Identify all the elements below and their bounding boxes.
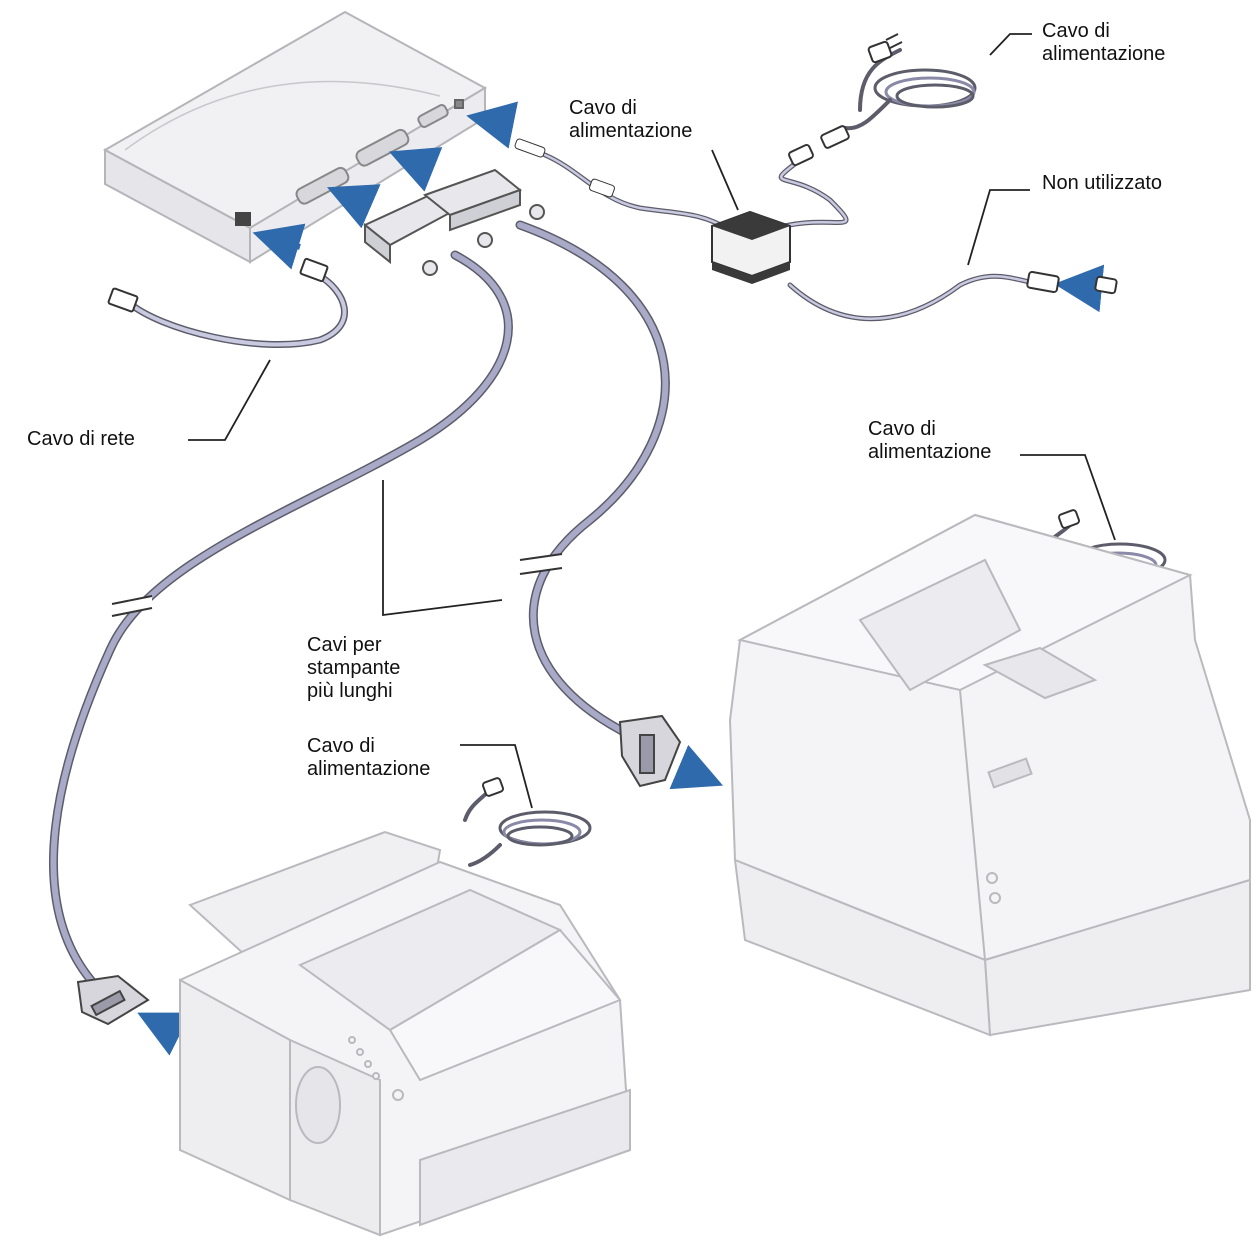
label-line: stampante bbox=[307, 657, 401, 679]
printer-icon bbox=[728, 513, 1251, 1037]
parallel-connector-icon bbox=[363, 168, 545, 276]
power-cable-label-adapter: Cavo di alimentazione bbox=[569, 97, 692, 143]
network-plug-icon bbox=[107, 257, 1118, 313]
label-line: Cavi per bbox=[307, 634, 382, 656]
label-line: alimentazione bbox=[868, 441, 992, 463]
not-used-label: Non utilizzato bbox=[1042, 172, 1162, 195]
print-server-device bbox=[102, 10, 488, 264]
printer-icon bbox=[179, 830, 632, 1237]
power-cable-label-top-right: Cavo di alimentazione bbox=[1042, 20, 1165, 66]
label-line: Cavo di bbox=[307, 735, 375, 757]
label-line: alimentazione bbox=[569, 120, 693, 142]
power-cable-label-left-printer: Cavo di alimentazione bbox=[307, 735, 430, 781]
power-adapter-icon bbox=[514, 138, 791, 284]
label-line: Cavo di rete bbox=[27, 428, 135, 450]
label-line: alimentazione bbox=[307, 758, 431, 780]
label-line: più lunghi bbox=[307, 680, 393, 702]
label-line: Non utilizzato bbox=[1042, 172, 1163, 194]
longer-printer-cables-label: Cavi per stampante più lunghi bbox=[307, 634, 400, 703]
power-plug-icon bbox=[481, 33, 1081, 797]
cables bbox=[48, 48, 1167, 990]
network-cable-label: Cavo di rete bbox=[27, 428, 135, 451]
label-line: alimentazione bbox=[1042, 43, 1166, 65]
power-cable-label-right-printer: Cavo di alimentazione bbox=[868, 418, 991, 464]
label-line: Cavo di bbox=[1042, 20, 1110, 42]
cable-breaks bbox=[111, 553, 563, 617]
printer-end-connector-left bbox=[76, 974, 150, 1026]
insert-arrows bbox=[137, 101, 1105, 1056]
leader-lines bbox=[188, 33, 1116, 809]
printer-end-connector-right bbox=[618, 714, 682, 788]
label-line: Cavo di bbox=[569, 97, 637, 119]
label-line: Cavo di bbox=[868, 418, 936, 440]
